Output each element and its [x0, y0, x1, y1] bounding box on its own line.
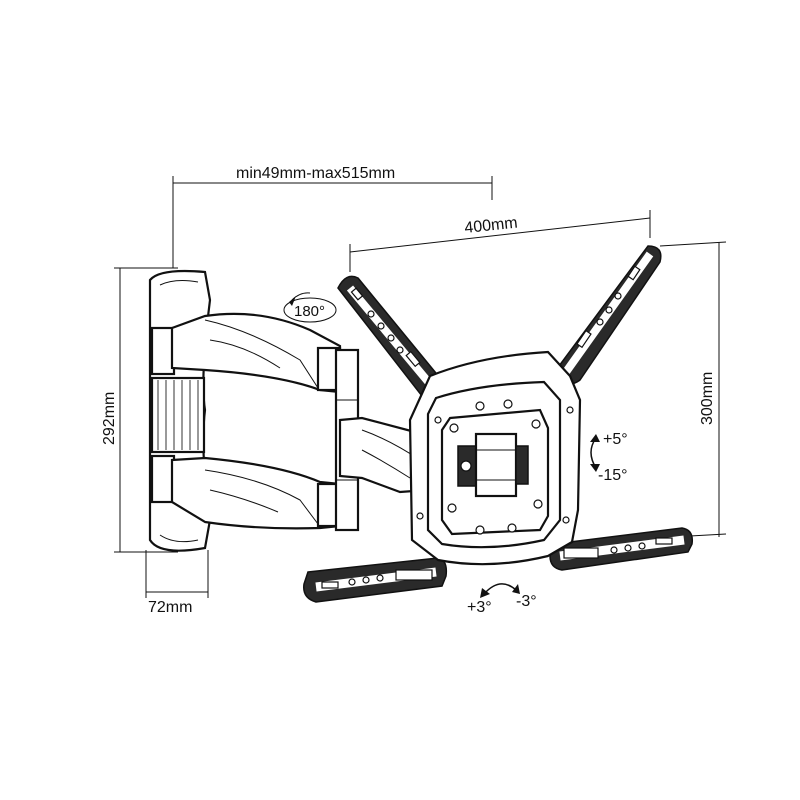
level-arrow-icon [480, 583, 520, 598]
vesa-height-label: 300mm [699, 372, 716, 425]
level-minus-label: -3° [516, 593, 537, 610]
tilt-arrow-icon [590, 434, 600, 472]
arm-extension-label: min49mm-max515mm [236, 165, 395, 182]
vesa-height-dimension [659, 241, 727, 537]
vesa-width-dimension [349, 210, 651, 272]
plate-depth-label: 72mm [148, 599, 192, 616]
level-plus-label: +3° [467, 599, 492, 616]
vesa-arm-bottom-left [303, 557, 448, 603]
front-arm [338, 416, 430, 494]
swivel-indicator [283, 292, 337, 323]
tv-bracket-plate [408, 350, 582, 566]
lower-arm [170, 456, 342, 530]
vesa-width-label: 400mm [464, 214, 519, 236]
arm-extension-dimension [172, 176, 493, 268]
swivel-label: 180° [294, 303, 325, 320]
plate-depth-dimension [145, 550, 209, 598]
tilt-up-label: +5° [603, 431, 628, 448]
plate-height-label: 292mm [101, 392, 118, 445]
vesa-arm-right [555, 245, 662, 385]
tilt-down-label: -15° [598, 467, 628, 484]
upper-arm [170, 312, 342, 394]
vesa-arm-bottom-right [549, 527, 694, 571]
